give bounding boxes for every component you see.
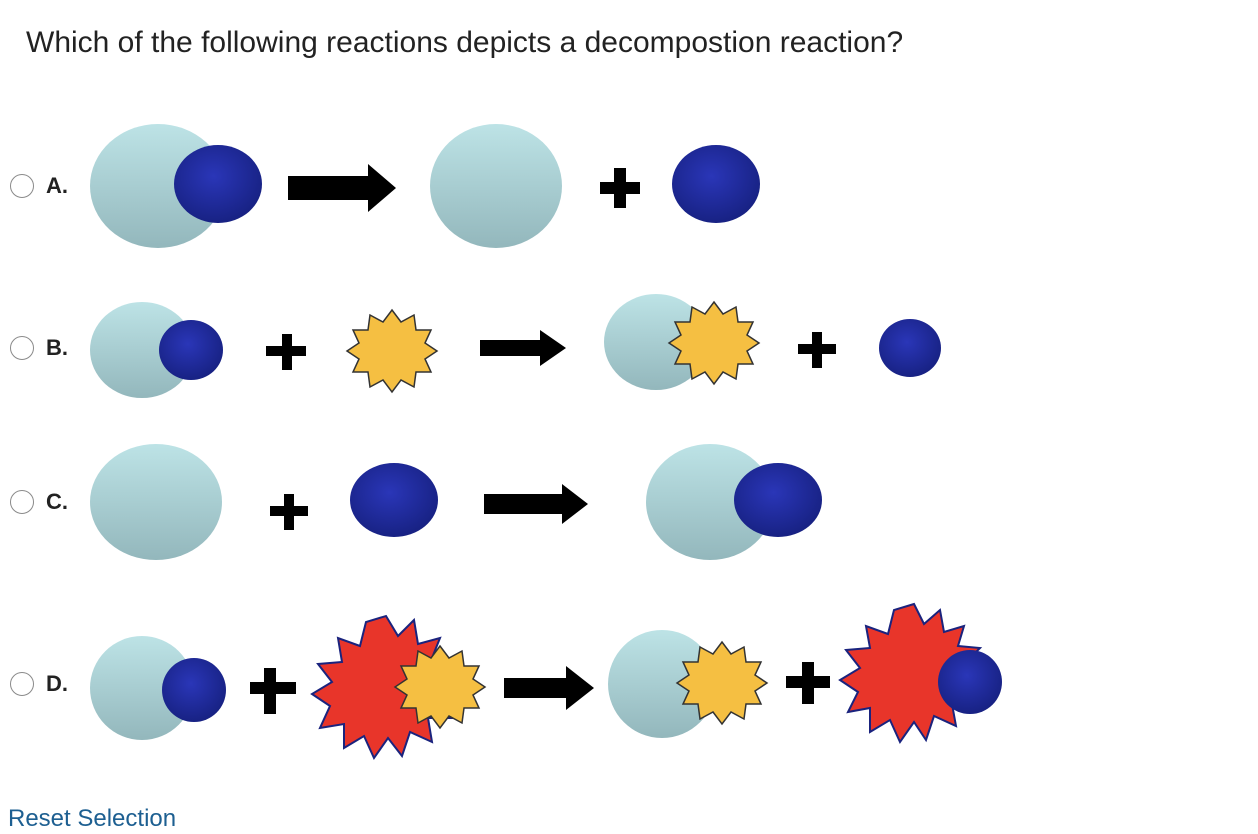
dark-atom [159, 320, 223, 380]
light-atom [90, 302, 194, 398]
option-d[interactable]: D. [0, 600, 1060, 761]
dark-atom [162, 658, 226, 722]
question-text: Which of the following reactions depicts… [26, 26, 904, 59]
arrow [484, 484, 588, 524]
reaction-c-diagram [90, 444, 822, 560]
light-atom [90, 444, 222, 560]
red-star-atom [838, 602, 987, 745]
option-b-radio[interactable] [10, 336, 34, 360]
plus-sign [250, 668, 296, 714]
option-c-label: C. [46, 489, 68, 514]
plus-sign [786, 662, 830, 704]
yellow-star-atom [393, 644, 487, 730]
light-atom [604, 294, 708, 390]
light-atom [430, 124, 562, 248]
reset-selection-link[interactable]: Reset Selection [8, 805, 177, 832]
light-atom [90, 636, 194, 740]
option-a[interactable]: A. [0, 110, 1060, 260]
arrow [480, 330, 566, 366]
dark-atom [174, 145, 262, 223]
light-atom [608, 630, 716, 738]
yellow-star-atom [345, 308, 439, 394]
option-a-radio[interactable] [10, 174, 34, 198]
plus-sign [600, 168, 640, 208]
dark-atom [350, 463, 438, 537]
dark-atom [734, 463, 822, 537]
option-c[interactable]: C. [0, 430, 1060, 580]
option-d-label: D. [46, 671, 68, 696]
reaction-d-diagram [90, 602, 1002, 761]
option-b[interactable]: B. [0, 270, 1060, 420]
arrow [504, 666, 594, 710]
option-d-radio[interactable] [10, 672, 34, 696]
light-atom [646, 444, 774, 560]
option-c-radio[interactable] [10, 490, 34, 514]
plus-sign [270, 494, 308, 530]
dark-atom [672, 145, 760, 223]
dark-atom [938, 650, 1002, 714]
yellow-star-atom [675, 640, 769, 726]
arrow [288, 164, 396, 212]
plus-sign [266, 334, 306, 370]
yellow-star-atom [667, 300, 761, 386]
plus-sign [798, 332, 836, 368]
dark-atom [879, 319, 941, 377]
option-a-label: A. [46, 173, 68, 198]
reaction-b-diagram [90, 294, 941, 398]
reaction-a-diagram [90, 124, 760, 248]
option-b-label: B. [46, 335, 68, 360]
